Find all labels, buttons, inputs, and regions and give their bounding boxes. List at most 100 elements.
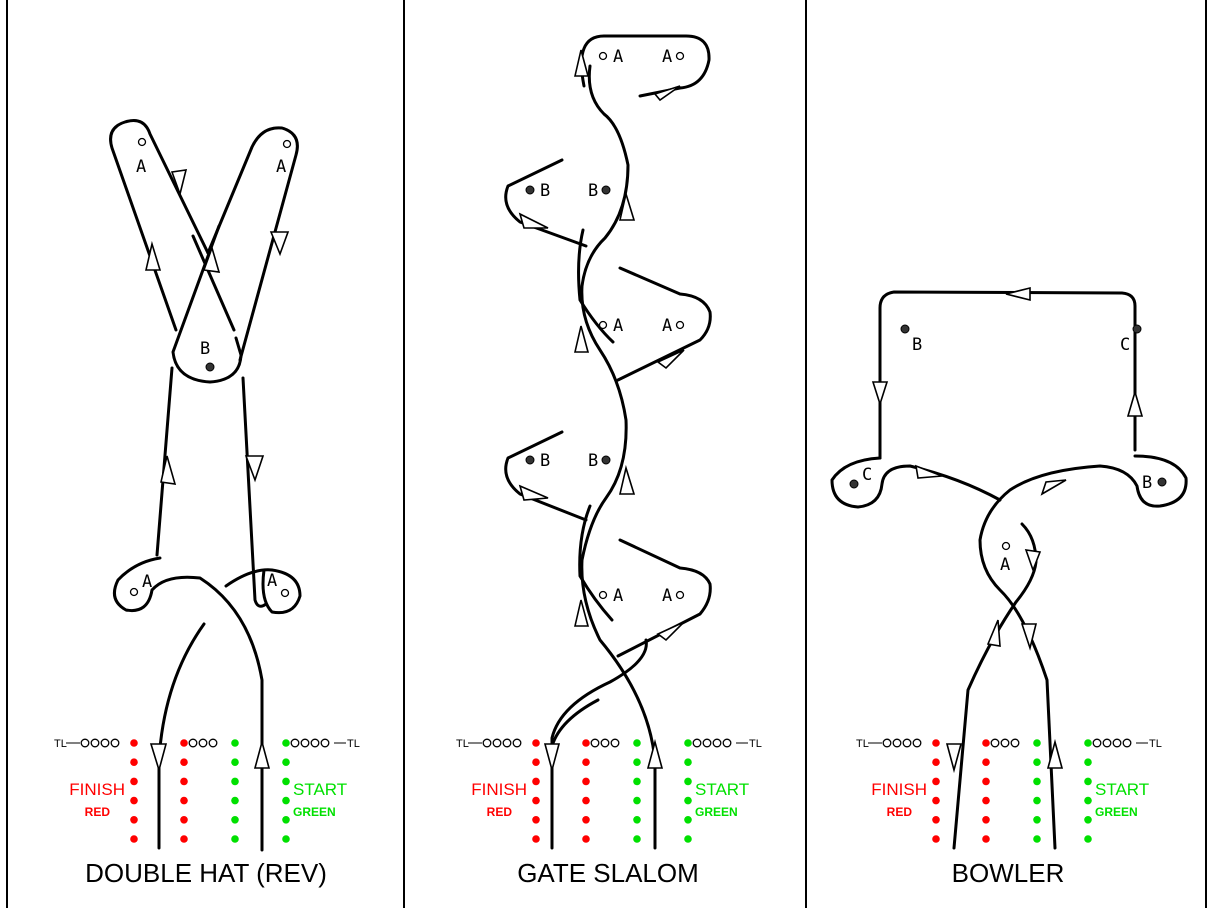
- gate-marker: [1084, 758, 1092, 766]
- gate-marker: [180, 739, 188, 747]
- cone-open-marker: [512, 738, 522, 748]
- arrow: [518, 212, 549, 229]
- cone-b: [601, 455, 611, 465]
- gate-marker: [684, 758, 692, 766]
- gate-marker: [932, 816, 940, 824]
- cone-open-marker: [902, 738, 912, 748]
- gate-marker: [932, 739, 940, 747]
- tl-label-left: TL: [856, 738, 869, 750]
- cone-a: [598, 320, 608, 330]
- gate-marker: [532, 835, 540, 843]
- cone-open-marker: [300, 738, 310, 748]
- arrow: [202, 245, 221, 273]
- red-label: RED: [887, 805, 913, 819]
- start-label: START: [1095, 780, 1149, 799]
- cone-open-marker: [188, 738, 198, 748]
- cone-label-b: B: [540, 181, 550, 201]
- cone-a: [137, 137, 147, 147]
- start-label: START: [695, 780, 749, 799]
- cone-a: [675, 320, 685, 330]
- arrow: [871, 381, 889, 407]
- gate-marker: [633, 777, 641, 786]
- cone-label-a: A: [662, 316, 672, 336]
- course-title: GATE SLALOM: [517, 858, 699, 888]
- cone-a: [675, 590, 685, 600]
- cone-open-marker: [492, 738, 502, 748]
- gate-marker: [633, 835, 641, 843]
- arrow: [144, 240, 162, 271]
- red-label: RED: [85, 805, 111, 819]
- gate-slalom-path: [504, 34, 712, 850]
- gate-marker: [180, 796, 188, 805]
- gate-marker: [982, 796, 990, 805]
- gate-marker: [231, 758, 239, 766]
- frame: [6, 0, 1207, 908]
- cone-label-b: B: [588, 451, 598, 471]
- arrow: [618, 190, 636, 221]
- arrow: [1126, 389, 1144, 417]
- cone-b: [900, 324, 910, 334]
- arrow: [543, 743, 561, 774]
- gate-marker: [982, 835, 990, 843]
- gate-marker: [932, 758, 940, 766]
- tl-label-left: TL: [54, 738, 67, 750]
- gate-marker: [180, 835, 188, 843]
- gate-marker: [684, 835, 692, 843]
- cone-label-b: B: [588, 181, 598, 201]
- gate-marker: [1033, 758, 1041, 766]
- arrow: [1040, 479, 1067, 496]
- cone-open-marker: [1122, 738, 1132, 748]
- gate-marker: [282, 758, 290, 766]
- cone-a: [598, 590, 608, 600]
- cone-a: [282, 139, 292, 149]
- gate-marker: [932, 835, 940, 843]
- cone-open-marker: [990, 738, 1000, 748]
- double-hat-arrows: [144, 169, 290, 773]
- cone-open-marker: [1092, 738, 1102, 748]
- cone-c: [849, 479, 859, 489]
- gate-marker: [1084, 816, 1092, 824]
- arrow: [573, 599, 590, 627]
- gate-marker: [231, 816, 239, 824]
- cone-open-marker: [198, 738, 208, 748]
- finish-label: FINISH: [69, 780, 125, 799]
- cone-label-c: C: [862, 465, 872, 485]
- gate-marker: [932, 777, 940, 786]
- finish-label: FINISH: [471, 780, 527, 799]
- arrow: [914, 464, 943, 479]
- start-label: START: [293, 780, 347, 799]
- gate-marker: [1033, 739, 1041, 747]
- gate-marker: [982, 777, 990, 786]
- gate-marker: [1084, 739, 1092, 747]
- gate-marker: [1084, 835, 1092, 843]
- gate-marker: [532, 739, 540, 747]
- cone-label-b: B: [912, 335, 922, 355]
- cone-c: [1132, 324, 1142, 334]
- cone-a: [598, 51, 608, 61]
- finish-label: FINISH: [871, 780, 927, 799]
- cone-open-marker: [1010, 738, 1020, 748]
- cone-open-marker: [1000, 738, 1010, 748]
- gate-marker: [633, 796, 641, 805]
- gate-marker: [982, 758, 990, 766]
- gate-marker: [180, 816, 188, 824]
- cone-label-b: B: [1142, 473, 1152, 493]
- arrow: [1020, 623, 1038, 651]
- cone-open-marker: [712, 738, 722, 748]
- arrow: [656, 621, 685, 642]
- panel-gate-slalom: A A B B A A B B A A: [504, 34, 712, 850]
- gate-marker: [633, 739, 641, 747]
- arrow: [170, 169, 188, 197]
- cone-label-b: B: [540, 451, 550, 471]
- cone-open-marker: [1102, 738, 1112, 748]
- gate-marker: [582, 796, 590, 805]
- arrow: [653, 85, 681, 102]
- gate-marker: [231, 739, 239, 747]
- cone-open-marker: [600, 738, 610, 748]
- cone-label-b: B: [200, 339, 210, 359]
- bowler-arrows: [871, 286, 1144, 774]
